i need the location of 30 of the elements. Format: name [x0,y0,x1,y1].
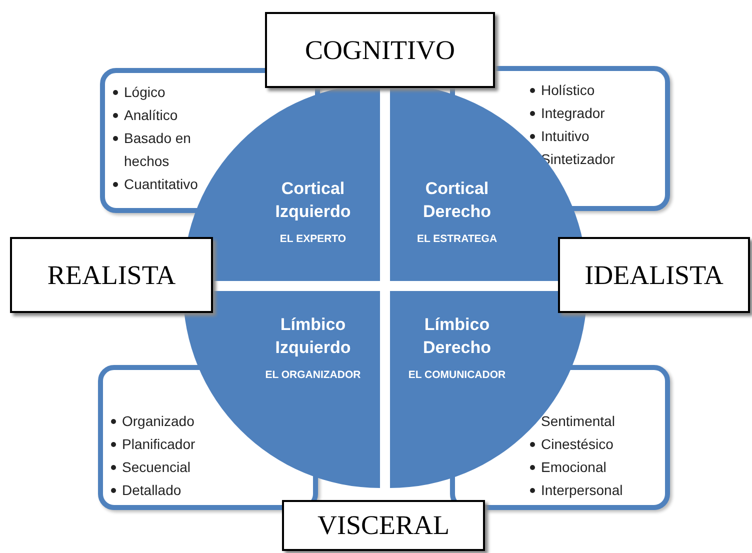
trait-item: Cuantitativo [124,175,198,194]
category-label: REALISTA [47,260,176,290]
trait-item: Emocional [541,458,606,477]
quadrant-subtitle: EL COMUNICADOR [407,368,507,383]
trait-item: Analítico [124,106,178,125]
category-label: IDEALISTA [584,260,724,290]
quadrant-subtitle: EL ESTRATEGA [416,232,498,247]
trait-item: Sentimental [541,412,615,431]
trait-item: Secuencial [122,458,190,477]
trait-item: Detallado [122,481,182,500]
trait-item: Planificador [122,435,196,454]
trait-item: Basado en hechos [124,129,192,171]
category-box [10,237,213,313]
category-box [265,12,495,88]
quadrant-subtitle: EL EXPERTO [278,232,348,247]
trait-item: Organizado [122,412,194,431]
quadrant-title: Límbico Izquierdo [274,314,352,359]
trait-item: Holístico [541,81,595,100]
trait-item: Lógico [124,83,166,102]
trait-item: Cinestésico [541,435,614,454]
category-label: VISCERAL [317,510,450,541]
trait-item: Integrador [541,104,605,123]
category-box [558,237,750,313]
trait-item: Interpersonal [541,481,623,500]
quadrant-title: Cortical Derecho [422,178,492,223]
category-box [282,500,485,551]
quadrant-title: Cortical Izquierdo [274,178,352,223]
category-label: COGNITIVO [305,34,455,66]
quadrant-title: Límbico Derecho [422,314,492,359]
quadrant-subtitle: EL ORGANIZADOR [264,368,362,383]
